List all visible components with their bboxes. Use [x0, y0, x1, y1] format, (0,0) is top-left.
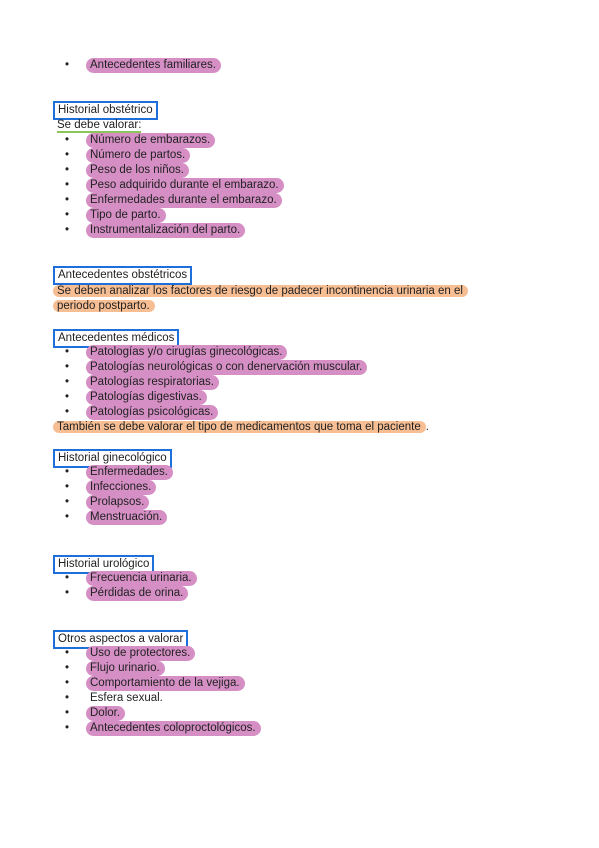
bullet: • [64, 59, 70, 71]
paragraph-line: También se debe valorar el tipo de medic… [53, 420, 429, 435]
paragraph-line: Se deben analizar los factores de riesgo… [53, 284, 468, 299]
list-item-text: Antecedentes familiares. [86, 58, 221, 73]
section-heading-obstetric-history: Historial obstétrico [53, 101, 158, 120]
intro-text: Se debe valorar: [57, 119, 142, 133]
paragraph-line: periodo postparto. [53, 299, 155, 314]
section-heading-obstetric-antecedents: Antecedentes obstétricos [53, 266, 193, 285]
